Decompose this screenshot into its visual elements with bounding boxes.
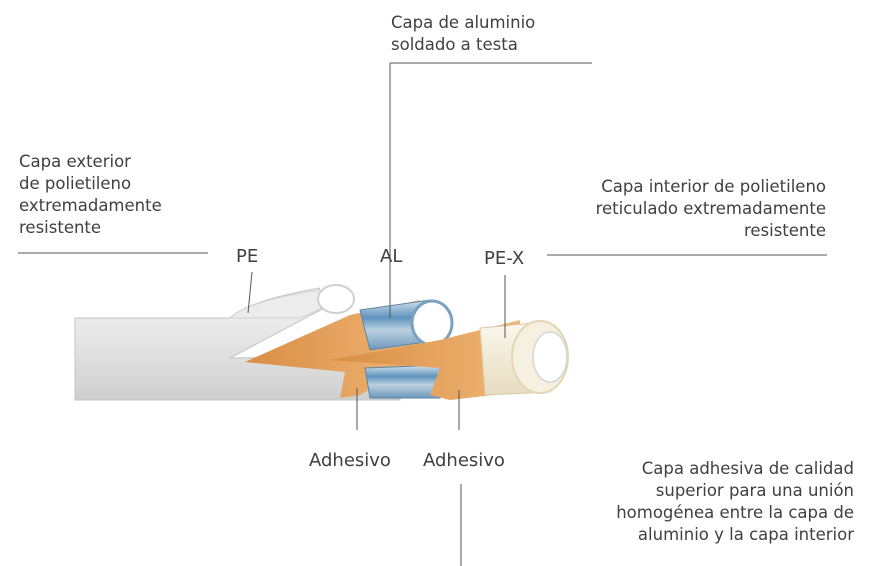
adhesive-label-2: Adhesivo	[423, 450, 505, 471]
pex-label: PE-X	[484, 248, 525, 269]
pe-end-ring	[317, 284, 355, 314]
aluminum-layer-label: Capa de aluminio soldado a testa	[391, 13, 536, 54]
adhesive-quality-label: Capa adhesiva de calidad superior para u…	[616, 459, 854, 544]
aluminum-layer-lower	[364, 364, 441, 399]
inner-layer-label: Capa interior de polietileno reticulado …	[595, 177, 826, 240]
outer-layer-label: Capa exterior de polietileno extremadame…	[19, 152, 162, 237]
adhesive-label-1: Adhesivo	[309, 450, 391, 471]
pe-peeled-flap	[228, 289, 331, 319]
al-label: AL	[380, 246, 403, 267]
leader-lines	[18, 62, 827, 566]
aluminum-end-ring	[410, 299, 454, 347]
leader-pe	[247, 271, 253, 314]
adhesive-wedge-inner	[330, 320, 520, 400]
pex-bore	[532, 331, 568, 383]
leader-aluminum	[389, 62, 592, 318]
pe-label: PE	[236, 246, 259, 267]
